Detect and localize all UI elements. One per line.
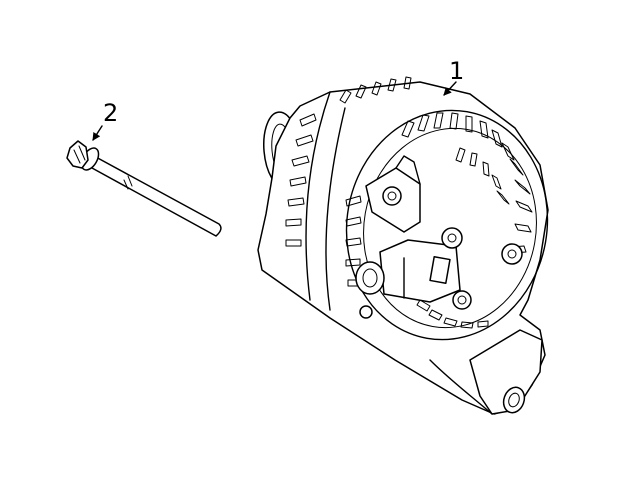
callout-1: 1 bbox=[443, 57, 464, 96]
mounting-ear bbox=[429, 329, 543, 415]
callout-1-label: 1 bbox=[449, 57, 464, 85]
callout-2-leader bbox=[92, 125, 103, 141]
alternator bbox=[257, 76, 549, 415]
rear-cover bbox=[345, 109, 549, 341]
callout-2-label: 2 bbox=[103, 99, 118, 127]
callout-2: 2 bbox=[92, 99, 118, 141]
bolt-head bbox=[66, 140, 89, 169]
front-fan bbox=[285, 76, 412, 247]
bolt bbox=[66, 140, 222, 237]
bolt-shaft bbox=[91, 155, 222, 237]
rear-studs bbox=[359, 227, 523, 319]
callout-1-leader bbox=[443, 81, 457, 96]
battery-terminal bbox=[365, 155, 421, 233]
connector-plug bbox=[355, 239, 461, 303]
